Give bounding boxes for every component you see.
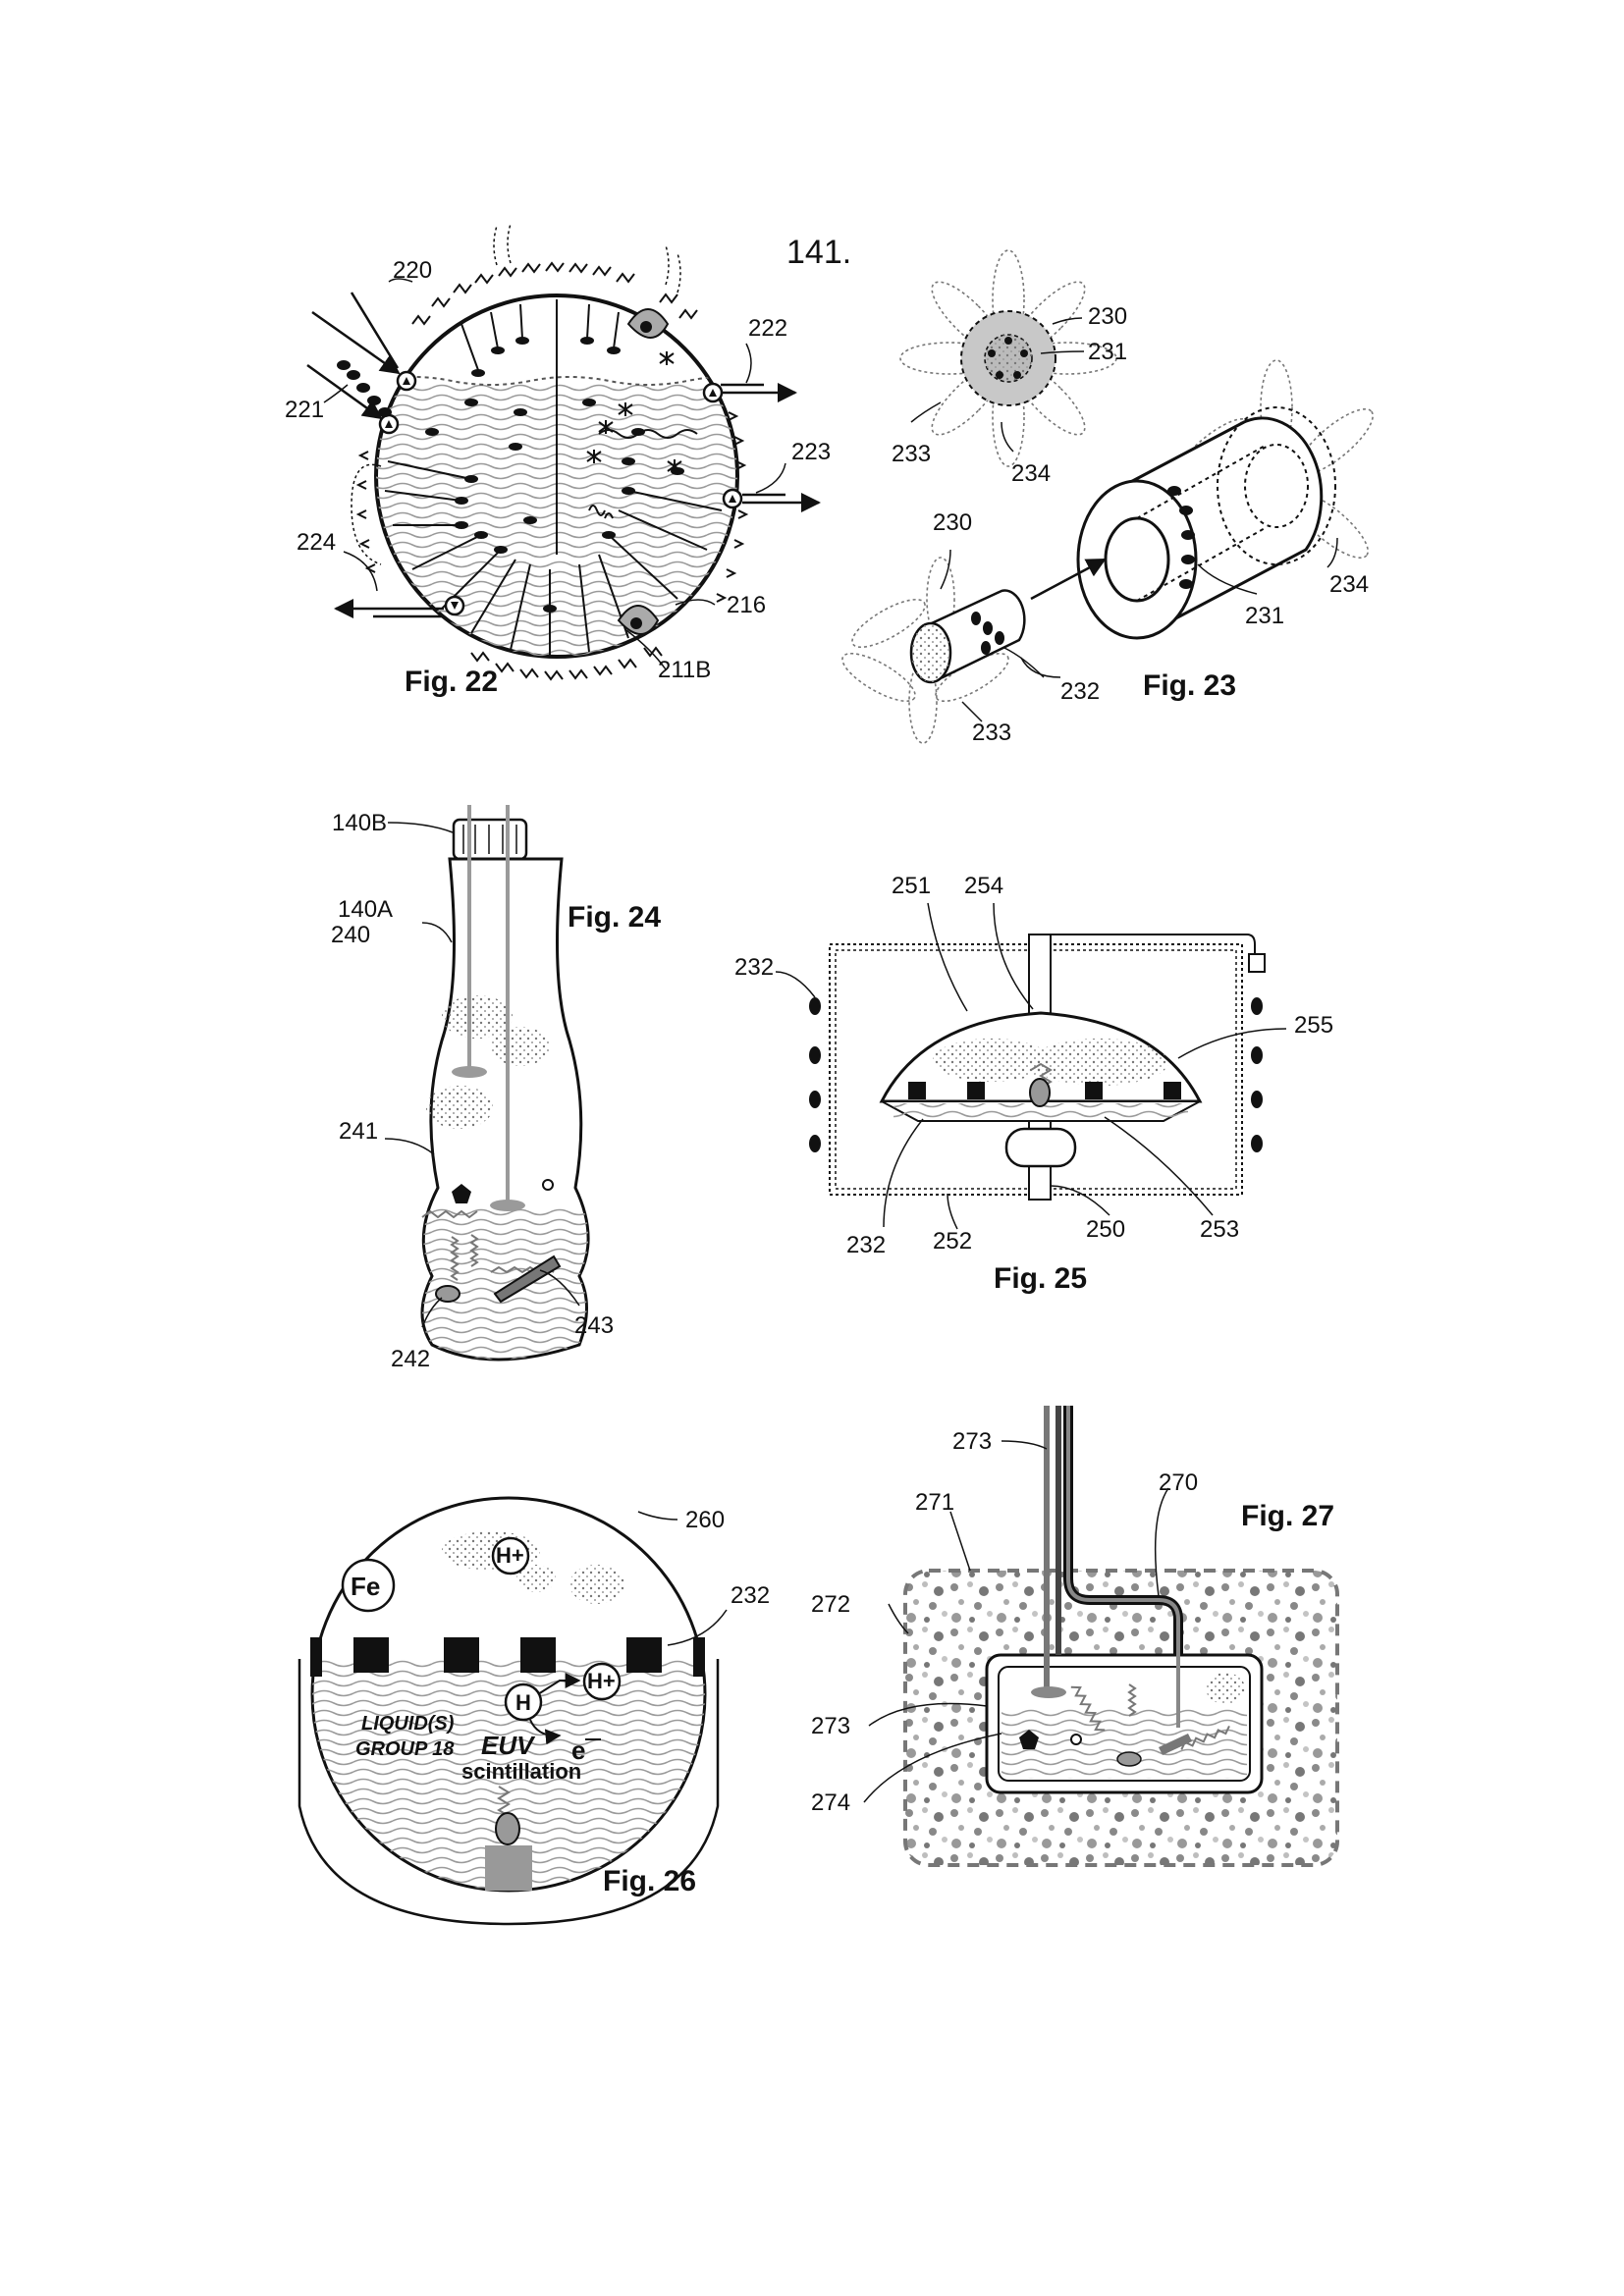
fig24-ref-243: 243 (574, 1312, 614, 1339)
fig26-label-hplus-top: H+ (496, 1543, 524, 1568)
fig22-liquid-fill (373, 383, 746, 677)
fig26-label-euv: EUV (481, 1731, 536, 1760)
fig22-ref-221: 221 (285, 397, 324, 423)
fig25-ref-252: 252 (933, 1228, 972, 1255)
fig25-ref-253: 253 (1200, 1216, 1239, 1243)
fig23-diagram: 230 231 233 234 (837, 250, 1381, 746)
fig27-ref-271: 271 (915, 1489, 954, 1516)
fig23-ref-234-top: 234 (1011, 460, 1051, 487)
fig25-collar (1006, 1129, 1075, 1166)
fig22-title: Fig. 22 (405, 666, 498, 698)
fig22-ref-220: 220 (393, 257, 432, 284)
fig23-title: Fig. 23 (1143, 669, 1236, 702)
fig26-label-fe: Fe (351, 1572, 380, 1601)
fig26-label-group18: GROUP 18 (355, 1738, 455, 1760)
fig23-ref-230-bottom: 230 (933, 509, 972, 536)
fig23-ref-230-top: 230 (1088, 303, 1127, 330)
page-number: 141. (786, 234, 851, 271)
fig27-ref-272: 272 (811, 1591, 850, 1618)
fig26-label-liquids: LIQUID(S) (361, 1713, 455, 1735)
fig26-diagram: Fe H+ H H+ LIQUID(S) GROUP 18 EUV e scin… (299, 1498, 770, 1924)
fig25-ref-254: 254 (964, 873, 1003, 899)
fig22-ref-216: 216 (727, 592, 766, 618)
fig23-ref-233-bottom: 233 (972, 720, 1011, 746)
fig26-label-scintillation: scintillation (461, 1759, 581, 1784)
fig25-ref-232-bottom: 232 (846, 1232, 886, 1258)
fig26-label-h: H (515, 1690, 531, 1715)
fig23-ref-233-top: 233 (892, 441, 931, 467)
fig25-ref-255: 255 (1294, 1012, 1333, 1039)
fig22-ref-222: 222 (748, 315, 787, 342)
fig24-ref-240: 240 (331, 922, 370, 948)
fig26-title: Fig. 26 (603, 1865, 696, 1897)
fig25-title: Fig. 25 (994, 1262, 1087, 1295)
fig26-ref-232: 232 (731, 1582, 770, 1609)
fig27-ref-274: 274 (811, 1789, 850, 1816)
fig27-ref-273-side: 273 (811, 1713, 850, 1739)
fig27-diagram: 273 270 271 272 273 274 Fig. 27 (811, 1406, 1337, 1865)
fig23-ref-231-bottom: 231 (1245, 603, 1284, 629)
fig24-ref-242: 242 (391, 1346, 430, 1372)
fig26-ref-260: 260 (685, 1507, 725, 1533)
fig23-ref-231-top: 231 (1088, 339, 1127, 365)
fig22-input-beads (337, 360, 392, 417)
fig26-label-hplus-right: H+ (587, 1669, 616, 1693)
fig24-cap (454, 820, 526, 859)
fig24-diagram: 140B 140A 240 241 242 243 Fig. 24 (331, 805, 661, 1374)
fig23-ref-234-bottom: 234 (1329, 571, 1369, 598)
fig27-ref-273-top: 273 (952, 1428, 992, 1455)
fig24-ref-140b: 140B (332, 810, 387, 836)
fig24-ref-140a: 140A (338, 896, 393, 923)
fig23-ref-232: 232 (1060, 678, 1100, 705)
fig27-ref-270: 270 (1159, 1469, 1198, 1496)
fig22-ref-211b: 211B (658, 657, 711, 683)
fig24-title: Fig. 24 (568, 901, 661, 934)
fig26-base (485, 1845, 532, 1891)
fig25-ref-250: 250 (1086, 1216, 1125, 1243)
fig25-ref-251: 251 (892, 873, 931, 899)
fig23-small-cylinder (837, 558, 1025, 743)
fig27-title: Fig. 27 (1241, 1500, 1334, 1532)
fig22-ref-224: 224 (297, 529, 336, 556)
fig24-ref-241: 241 (339, 1118, 378, 1145)
fig25-diagram: 251 254 232 255 232 252 250 253 Fig. 25 (734, 873, 1333, 1295)
fig22-ref-223: 223 (791, 439, 831, 465)
fig25-ref-232-left: 232 (734, 954, 774, 981)
fig22-diagram: 220 221 222 223 224 216 211B Fig. 22 (285, 224, 831, 698)
